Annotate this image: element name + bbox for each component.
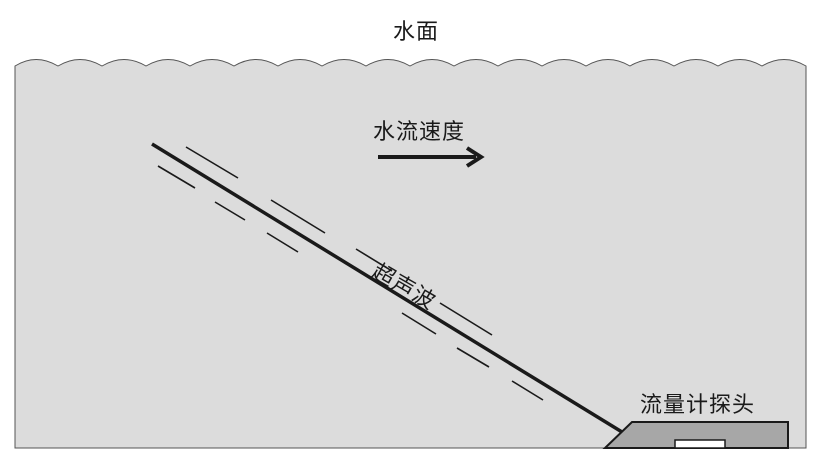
flowmeter-probe-label: 流量计探头 — [640, 393, 756, 418]
ultrasound-waves-lower — [157, 165, 544, 401]
water-body — [14, 59, 807, 449]
ultrasound-beam — [151, 142, 623, 434]
probe-sensor — [674, 439, 726, 449]
flowmeter-probe — [602, 421, 789, 449]
water-surface-label: 水面 — [393, 20, 440, 45]
ultrasound-waves-upper — [185, 146, 493, 336]
arrow-right-icon — [378, 146, 485, 168]
flow-velocity-label: 水流速度 — [373, 120, 466, 145]
